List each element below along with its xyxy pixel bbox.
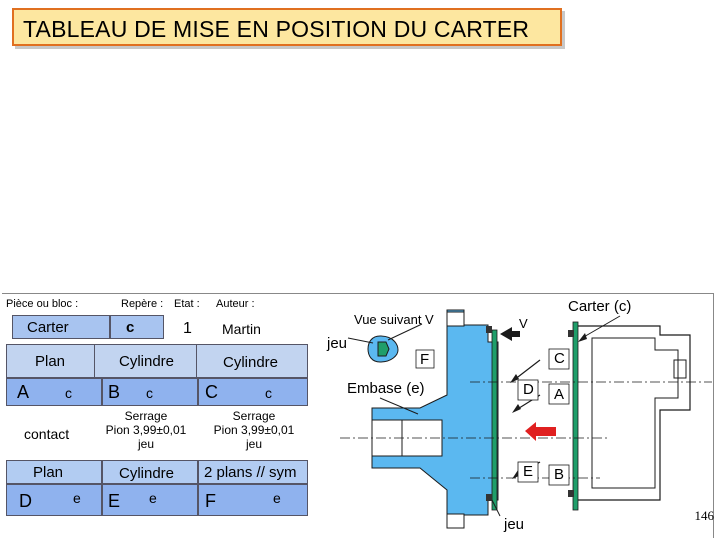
value-e: e xyxy=(149,490,157,506)
surface-cell-f: F e xyxy=(198,484,308,516)
v-label: V xyxy=(519,316,528,331)
title-banner: TABLEAU DE MISE EN POSITION DU CARTER xyxy=(12,8,562,46)
view-arrow xyxy=(500,327,520,341)
drawing-letter-c: C xyxy=(554,350,565,367)
drawing-letter-b: B xyxy=(554,466,565,483)
type-a: Plan xyxy=(35,353,66,370)
repere-value: c xyxy=(126,319,135,336)
surface-cell-a: A c xyxy=(6,378,102,406)
drawing-letter-e: E xyxy=(523,463,534,480)
red-arrow xyxy=(525,422,556,441)
jeu-bottom-label: jeu xyxy=(504,516,525,533)
piece-value: Carter xyxy=(27,319,69,336)
carter-outline xyxy=(578,325,691,501)
surface-cell-e: E e xyxy=(102,484,198,516)
letter-d: D xyxy=(19,491,32,511)
page-title: TABLEAU DE MISE EN POSITION DU CARTER xyxy=(23,16,530,42)
type-b: Cylindre xyxy=(119,353,175,370)
green-plate-left xyxy=(491,329,498,511)
note-c-line1: Serrage xyxy=(232,409,276,423)
letter-e: E xyxy=(108,491,121,511)
value-c: c xyxy=(265,385,272,401)
type-cell-e: Cylindre xyxy=(102,460,198,484)
etat-label: Etat : xyxy=(174,298,200,310)
page-number: 146 xyxy=(694,508,715,523)
note-b-line1: Serrage xyxy=(124,409,168,423)
note-a-line1: contact xyxy=(24,426,70,442)
value-d: e xyxy=(73,490,81,506)
drawing-letter-d: D xyxy=(523,381,534,398)
positioning-sheet xyxy=(2,293,714,538)
embase-flange-bottom xyxy=(446,513,465,529)
embase-flange-top xyxy=(446,311,465,327)
pin-bottom-left xyxy=(486,494,492,501)
surface-cell-c: C c xyxy=(198,378,308,406)
type-d: Plan xyxy=(33,464,64,481)
piece-cell: Carter xyxy=(12,315,110,339)
type-cell-f: 2 plans // sym xyxy=(198,460,308,484)
type-c: Cylindre xyxy=(223,354,279,371)
type-e: Cylindre xyxy=(119,465,175,482)
note-b: Serrage Pion 3,99±0,01 jeu xyxy=(96,409,196,451)
surface-cell-d: D e xyxy=(6,484,102,516)
letter-a: A xyxy=(17,382,30,402)
auteur-label: Auteur : xyxy=(216,298,255,310)
drawing-letter-f: F xyxy=(420,351,430,368)
embase-label: Embase (e) xyxy=(347,380,425,397)
type-cell-a: Plan xyxy=(6,344,102,378)
value-b: c xyxy=(146,385,153,401)
repere-label: Repère : xyxy=(121,298,164,310)
green-plate-right xyxy=(572,321,579,511)
piece-label: Pièce ou bloc : xyxy=(6,298,79,310)
carter-label: Carter (c) xyxy=(568,298,632,315)
value-a: c xyxy=(65,385,72,401)
note-c-line2: Pion 3,99±0,01 xyxy=(213,423,295,437)
pin-top-right xyxy=(568,330,574,337)
drawing-letter-a: A xyxy=(554,386,565,403)
etat-value: 1 xyxy=(183,320,192,337)
letter-f: F xyxy=(205,491,216,511)
note-c-line3: jeu xyxy=(245,437,262,451)
value-f: e xyxy=(273,490,281,506)
letter-b: B xyxy=(108,382,121,402)
type-cell-c: Cylindre xyxy=(196,344,308,378)
pin-bottom-right xyxy=(568,490,574,497)
type-cell-b: Cylindre xyxy=(94,344,200,378)
surface-cell-b: B c xyxy=(102,378,198,406)
type-cell-d: Plan xyxy=(6,460,102,484)
repere-cell: c xyxy=(110,315,164,339)
note-b-line3: jeu xyxy=(137,437,154,451)
letter-c: C xyxy=(205,382,218,402)
pin-top-left xyxy=(486,326,492,333)
type-f: 2 plans // sym xyxy=(204,464,297,481)
view-label: Vue suivant V xyxy=(354,312,434,327)
note-c: Serrage Pion 3,99±0,01 jeu xyxy=(204,409,304,451)
note-b-line2: Pion 3,99±0,01 xyxy=(105,423,187,437)
auteur-value: Martin xyxy=(222,321,261,337)
jeu-top-label: jeu xyxy=(327,335,348,352)
